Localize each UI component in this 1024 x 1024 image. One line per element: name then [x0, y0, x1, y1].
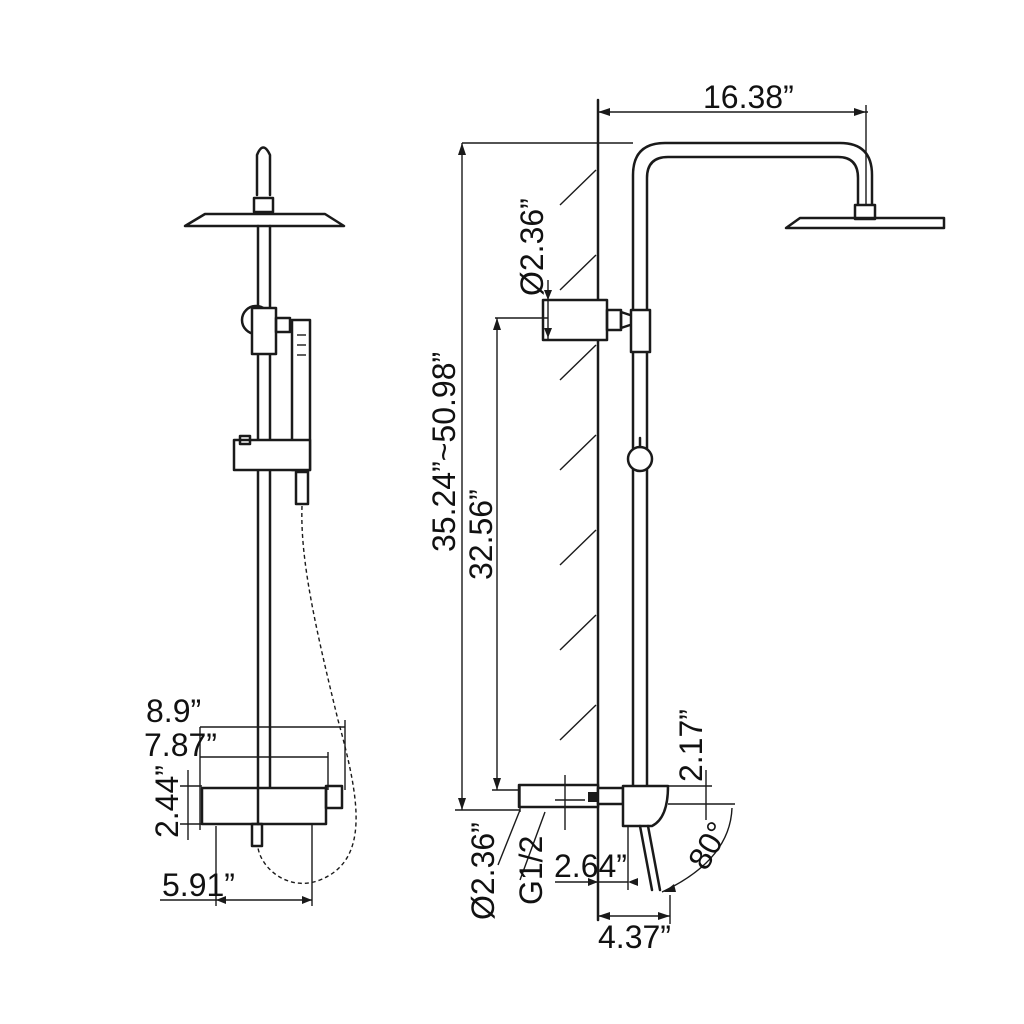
side-wall-bracket [541, 298, 609, 342]
side-inlet [596, 786, 625, 806]
side-dimensions [455, 105, 868, 924]
front-bracket-body [250, 306, 278, 356]
wall-hatching [559, 169, 597, 741]
front-hose [257, 505, 357, 885]
label-dia-bottom: Ø2.36” [465, 822, 501, 920]
side-mixer [621, 784, 670, 828]
front-mixer-body [200, 786, 328, 826]
side-bracket-clamp [629, 308, 652, 354]
front-bottom-outlet [250, 822, 264, 848]
side-bottom-connector [517, 783, 600, 809]
side-rain-head [784, 216, 946, 230]
label-width-591: 5.91” [162, 867, 235, 903]
front-dimensions [160, 720, 346, 906]
side-slide-knob [626, 445, 654, 473]
label-width-89: 8.9” [146, 693, 201, 729]
label-thread: G1/2 [513, 836, 549, 905]
front-top-arm [255, 146, 272, 197]
front-rain-head [183, 212, 346, 228]
label-width-top: 16.38” [703, 79, 794, 115]
label-width-787: 7.87” [144, 727, 217, 763]
front-view [183, 146, 357, 885]
side-view [517, 98, 946, 922]
front-diverter [274, 316, 292, 334]
side-pipe-outer [631, 141, 874, 792]
label-angle: 80° [681, 816, 736, 876]
front-hose-connector [294, 470, 310, 506]
label-height-217: 2.17” [673, 709, 709, 782]
label-dia-bracket: Ø2.36” [514, 198, 550, 296]
front-mixer-knob [324, 784, 344, 810]
label-height-bracket: 32.56” [463, 489, 499, 580]
label-height-range: 35.24”~50.98” [426, 352, 462, 552]
label-height-244: 2.44” [149, 765, 185, 838]
label-depth-437: 4.37” [598, 919, 671, 955]
label-depth-264: 2.64” [554, 848, 627, 884]
side-pipe-inner [645, 155, 860, 792]
front-arm-collar [252, 196, 275, 214]
front-slide-holder [232, 438, 312, 472]
